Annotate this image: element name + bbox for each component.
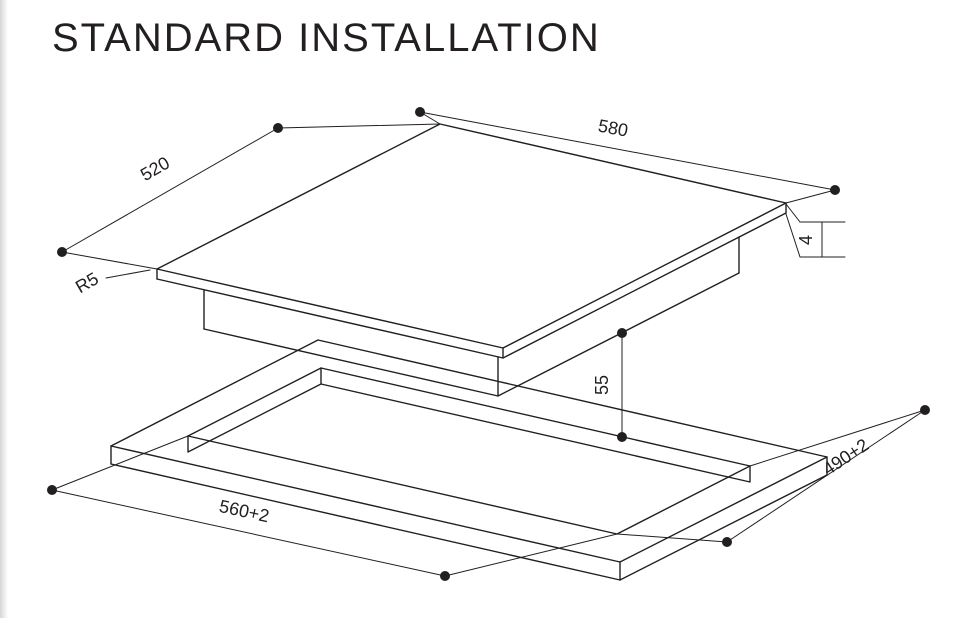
dim-label-corner-radius: R5: [72, 268, 102, 297]
dim-installation-height: 55: [592, 328, 627, 442]
worktop-cutout-opening: [187, 367, 751, 535]
dim-580-line: [419, 111, 836, 191]
dim-cooktop-width: 580: [415, 107, 840, 204]
worktop-vertical-edges: [110, 445, 828, 581]
hob-assembly: [156, 123, 787, 397]
hob-glass-bottom-edges: [156, 212, 787, 359]
dim-label-cooktop-width: 580: [596, 115, 629, 140]
page-title: STANDARD INSTALLATION: [52, 16, 601, 60]
dim-label-cutout-width: 560+2: [217, 496, 271, 526]
dimension-endpoint-dot: [920, 405, 930, 415]
dim-560-extension-lines: [51, 435, 618, 577]
dim-label-glass-thickness: 4: [796, 235, 816, 245]
r5-leader-line: [105, 269, 151, 279]
dim-cooktop-depth: 520: [57, 123, 441, 270]
dim-520-extension-lines: [61, 123, 441, 270]
dim-cutout-depth: 490+2: [616, 405, 930, 547]
dim-520-line: [61, 127, 279, 253]
dimension-endpoint-dot: [415, 107, 425, 117]
dim-label-cooktop-depth: 520: [137, 153, 173, 185]
dim-label-installation-height: 55: [592, 375, 612, 395]
dimension-endpoint-dot: [440, 571, 450, 581]
dimension-endpoint-dot: [830, 185, 840, 195]
dimension-endpoint-dot: [47, 485, 57, 495]
hob-glass-top-face: [156, 123, 787, 349]
dim-490-extension-lines: [616, 409, 926, 543]
worktop-cutout-inner-walls: [187, 367, 751, 483]
dimension-endpoint-dot: [617, 432, 627, 442]
dimension-endpoint-dot: [617, 328, 627, 338]
dim-560-line: [51, 489, 446, 577]
dim-4-extension-lines: [785, 203, 801, 258]
hob-glass-vertical-edges: [156, 202, 787, 359]
hob-body-bottom-edges: [203, 272, 740, 397]
dimension-endpoint-dot: [273, 123, 283, 133]
dimension-endpoint-dot: [57, 247, 67, 257]
hob-body-vertical-edges: [203, 236, 740, 397]
dim-490-line: [726, 409, 926, 543]
dim-glass-thickness: 4: [785, 203, 846, 258]
worktop-bottom-edges: [110, 463, 828, 581]
dim-corner-radius: R5: [72, 268, 151, 297]
worktop: [110, 339, 828, 581]
dimension-endpoint-dot: [722, 537, 732, 547]
